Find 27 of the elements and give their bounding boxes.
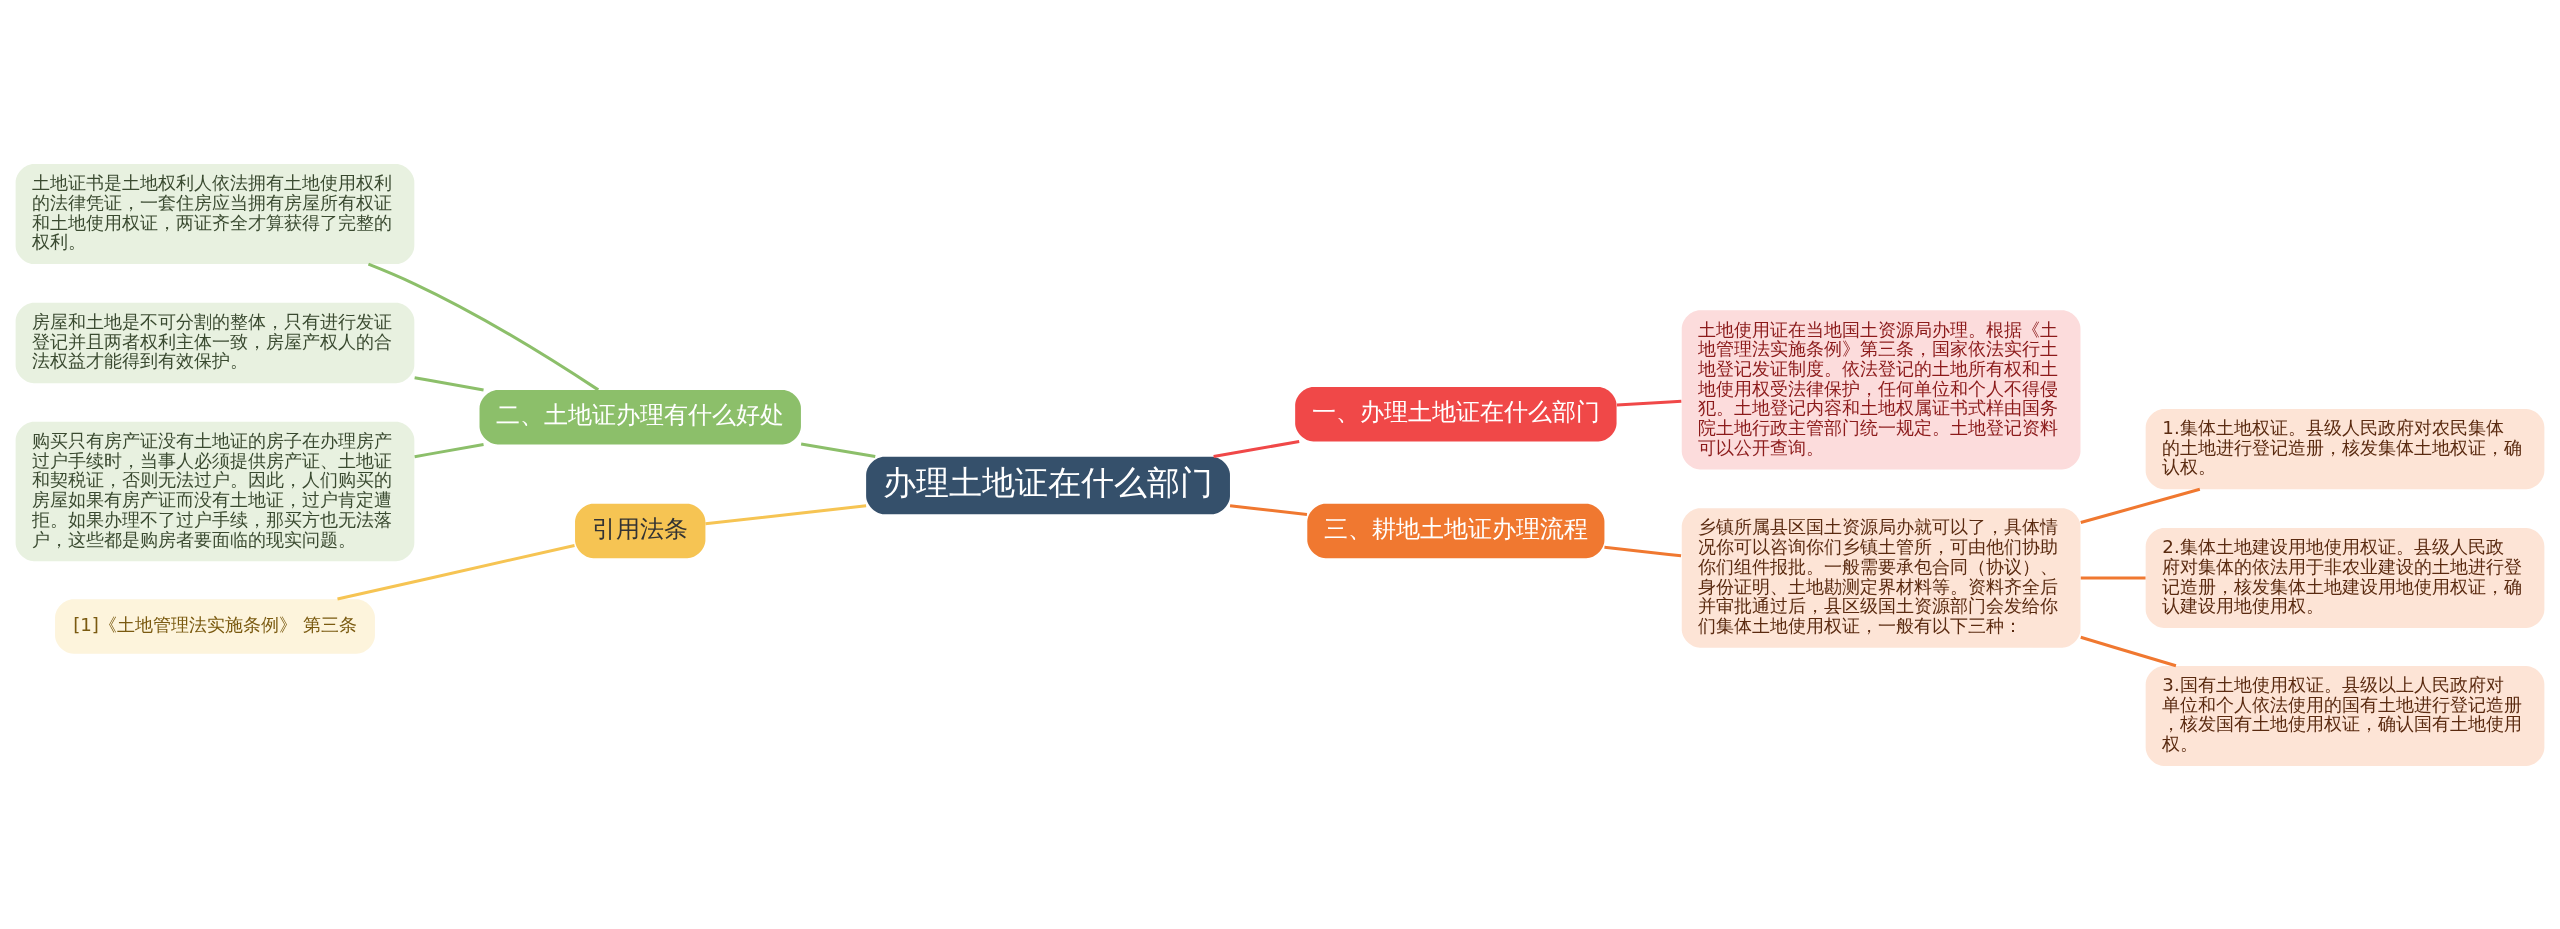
node-box: 二、土地证办理有什么好处 (479, 389, 801, 445)
connector (705, 503, 867, 525)
connector (2080, 635, 2177, 667)
connector (337, 543, 575, 601)
node-box: 三、耕地土地证办理流程 (1307, 503, 1605, 558)
node-box: 乡镇所属县区国土资源局办就可以了，具体情况你可以咨询你们乡镇土管所，可由他们协助你们组件报批。一般需要承包合同（协议）、身份证明、土地勘测定界材料等。资料齐全后并审批通过后，县区级国土资源部门会发给你们集体土地使用权证，一般有以下三种： (1681, 507, 2081, 648)
node-box: 办理土地证在什么部门 (866, 456, 1230, 514)
node-box: 引用法条 (575, 503, 706, 558)
node-box: [1]《土地管理法实施条例》 第三条 (55, 598, 375, 654)
connector (1213, 439, 1300, 458)
node-box: 3.国有土地使用权证。县级以上人民政府对单位和个人依法使用的国有土地进行登记造册，核发国有土地使用权证，确认国有土地使用权。 (2145, 665, 2545, 766)
connector (414, 375, 484, 391)
node-box: 2.集体土地建设用地使用权证。县级人民政府对集体的依法用于非农业建设的土地进行登记造册，核发集体土地建设用地使用权证，确认建设用地使用权。 (2145, 527, 2545, 628)
connector (2080, 575, 2146, 579)
connector (800, 442, 876, 458)
node-box: 土地使用证在当地国土资源局办理。根据《土地管理法实施条例》第三条，国家依法实行土地登记发证制度。依法登记的土地所有权和土地使用权受法律保护，任何单位和个人不得侵犯。土地登记内容和土地权属证书式样由国务院土地行政主管部门统一规定。土地登记资料可以公开查询。 (1681, 309, 2081, 470)
node-box: 土地证书是土地权利人依法拥有土地使用权利的法律凭证，一套住房应当拥有房屋所有权证和土地使用权证，两证齐全才算获得了完整的权利。 (15, 163, 415, 264)
node-box: 购买只有房产证没有土地证的房子在办理房产过户手续时，当事人必须提供房产证、土地证和契税证，否则无法过户。因此，人们购买的房屋如果有房产证而没有土地证，过户肯定遭拒。如果办理不了过户手续，那买方也无法落户，这些都是购房者要面临的现实问题。 (15, 421, 415, 561)
node-box: 一、办理土地证在什么部门 (1295, 386, 1617, 441)
connector (1229, 503, 1308, 516)
node-box: 房屋和土地是不可分割的整体，只有进行发证登记并且两者权利主体一致，房屋产权人的合法权益才能得到有效保护。 (15, 302, 415, 383)
connector (1604, 545, 1682, 557)
connector (367, 262, 600, 391)
node-box: 1.集体土地权证。县级人民政府对农民集体的土地进行登记造册，核发集体土地权证，确认权。 (2145, 408, 2545, 489)
connector (414, 442, 484, 458)
connector (1616, 399, 1682, 407)
connector (2080, 487, 2201, 524)
